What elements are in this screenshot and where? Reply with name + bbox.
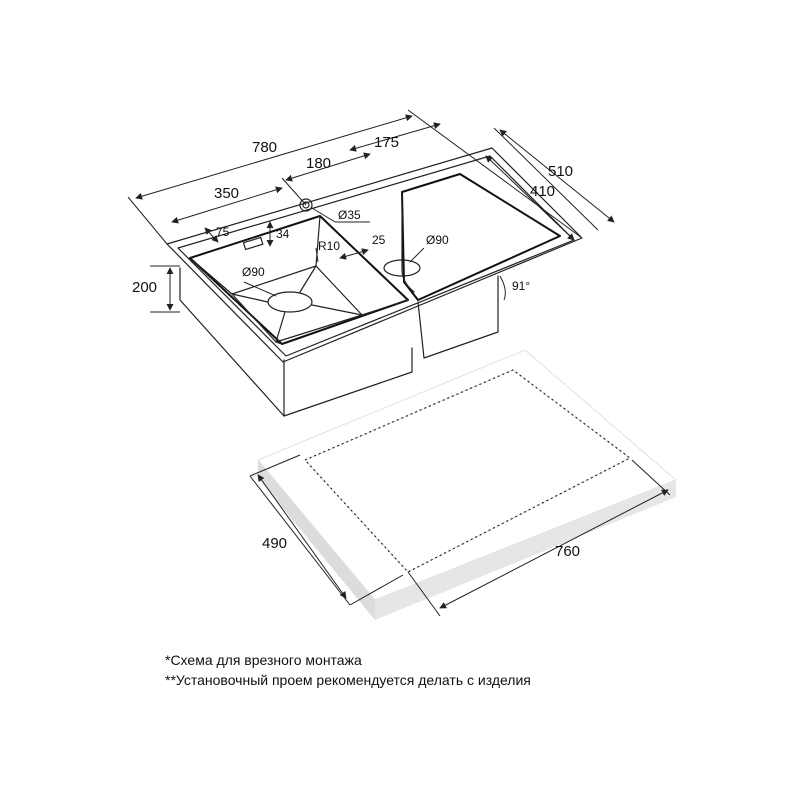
right-bowl-rim (401, 173, 561, 301)
note-line-1: *Схема для врезного монтажа (165, 652, 362, 668)
board-side-front (375, 480, 676, 620)
dimension-labels: 780 350 180 175 510 410 75 34 Ø35 R10 25… (132, 134, 580, 560)
dim-780: 780 (252, 139, 277, 156)
sink-drawing (127, 109, 615, 417)
dim-angle: 91° (512, 279, 530, 293)
cutout-outline (303, 369, 632, 573)
dim-180: 180 (306, 155, 331, 172)
dim-490: 490 (262, 535, 287, 552)
dim-tap-hole: Ø35 (338, 208, 361, 222)
note-line-2: **Установочный проем рекомендуется делат… (165, 672, 531, 688)
dim-510: 510 (548, 163, 573, 180)
installation-notes: *Схема для врезного монтажа **Установочн… (165, 650, 531, 690)
dim-25: 25 (372, 233, 386, 247)
dim-760: 760 (555, 543, 580, 560)
dim-left-drain: Ø90 (242, 265, 265, 279)
dim-right-drain: Ø90 (426, 233, 449, 247)
right-drain-hole (383, 259, 421, 277)
dim-34: 34 (276, 227, 290, 241)
dim-410: 410 (530, 183, 555, 200)
overflow-slot (242, 236, 264, 251)
dim-175: 175 (374, 134, 399, 151)
countertop-cutout (249, 349, 677, 620)
dim-radius: R10 (318, 239, 340, 253)
dim-75: 75 (216, 225, 230, 239)
dim-350: 350 (214, 185, 239, 202)
dim-200: 200 (132, 279, 157, 296)
